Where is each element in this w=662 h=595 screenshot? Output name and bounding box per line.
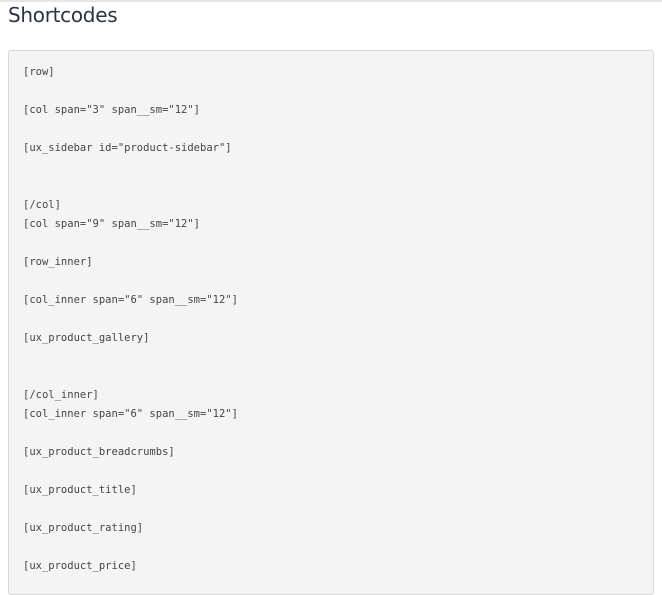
code-line [23,177,238,196]
code-line: [row_inner] [23,256,93,268]
code-line [23,158,238,177]
code-line [23,310,238,329]
code-line [23,120,238,139]
top-divider [0,0,662,2]
code-line: [ux_product_price] [23,560,137,572]
code-lines: [row] [col span="3" span__sm="12"] [ux_s… [23,63,238,594]
code-line: [ux_product_gallery] [23,332,150,344]
code-line: [col span="9" span__sm="12"] [23,218,201,230]
code-line [23,348,238,367]
code-line: [/col_inner] [23,389,99,401]
code-line [23,462,238,481]
code-line [23,272,238,291]
code-line: [col span="3" span__sm="12"] [23,104,201,116]
code-line: [ux_product_rating] [23,522,144,534]
code-line [23,424,238,443]
code-line: [col_inner span="6" span__sm="12"] [23,408,238,420]
code-line: [col_inner span="6" span__sm="12"] [23,294,238,306]
shortcode-block[interactable]: [row] [col span="3" span__sm="12"] [ux_s… [8,50,654,595]
code-line: [ux_sidebar id="product-sidebar"] [23,142,232,154]
page-title: Shortcodes [8,3,118,27]
code-line: [ux_product_breadcrumbs] [23,446,175,458]
code-line: [/col] [23,199,61,211]
code-line [23,234,238,253]
code-line [23,82,238,101]
code-line [23,576,238,594]
code-line [23,500,238,519]
code-line [23,538,238,557]
code-line: [ux_product_title] [23,484,137,496]
code-line [23,367,238,386]
code-line: [row] [23,66,55,78]
